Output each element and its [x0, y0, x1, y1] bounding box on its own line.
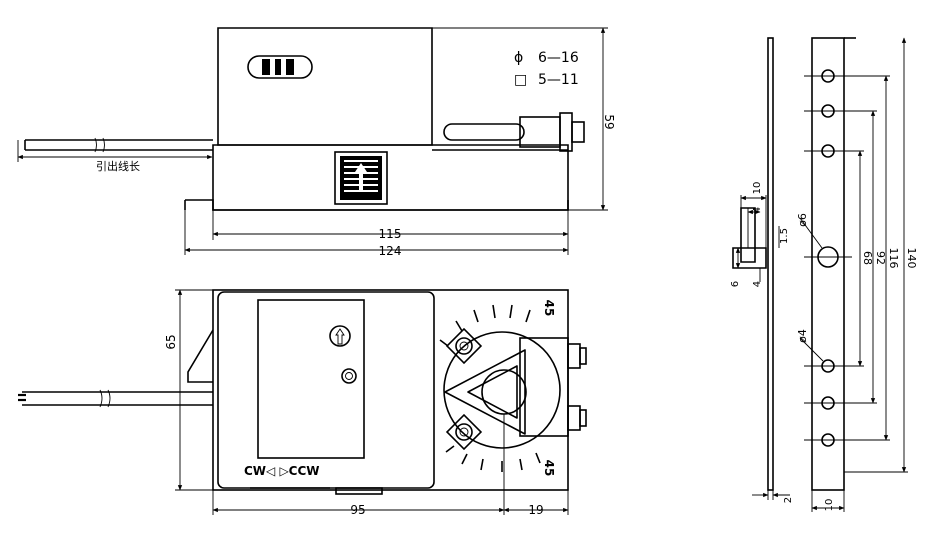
dim-4-top: 4 — [752, 207, 763, 213]
top-view: 45 45 CW◁ ▷CCW 65 95 19 — [18, 289, 587, 517]
dim-116: 116 — [887, 248, 900, 269]
dim-bracket-10: 10 — [752, 182, 763, 195]
dim-offset-19: 19 — [528, 503, 543, 517]
dim-width-124: 124 — [379, 244, 402, 258]
round-shaft-symbol: ϕ — [514, 50, 523, 66]
arrow-grip-pattern — [340, 156, 382, 200]
dial-ticks — [439, 304, 541, 472]
dim-68: 68 — [861, 251, 874, 265]
dim-width-115: 115 — [379, 227, 402, 241]
dim-height-59: 59 — [602, 114, 616, 129]
shaft-spec: ϕ 6—16 □ 5—11 — [514, 50, 579, 88]
front-view: 引出线长 59 115 124 — [17, 27, 616, 258]
round-shaft-range: 6—16 — [538, 50, 579, 66]
dim-plate-2: 2 — [783, 497, 794, 503]
dim-92: 92 — [874, 251, 887, 265]
dim-140: 140 — [905, 248, 918, 269]
angle-label-top: 45 — [542, 300, 556, 317]
dim-width-95: 95 — [350, 503, 365, 517]
cable-length-label: 引出线长 — [96, 159, 140, 173]
dim-height-65: 65 — [164, 334, 178, 349]
dim-6: 6 — [730, 281, 741, 287]
bracket-view: 68 92 116 140 ø6 ø4 10 4 1.5 6 4 2 10 — [730, 37, 918, 512]
square-shaft-symbol: □ — [514, 72, 527, 88]
dim-hole-small: ø4 — [796, 329, 809, 343]
rotation-direction-label: CW◁ ▷CCW — [244, 464, 320, 478]
dim-hole-large: ø6 — [796, 213, 809, 227]
square-shaft-range: 5—11 — [538, 72, 579, 88]
angle-label-bottom: 45 — [542, 460, 556, 477]
dim-4-bottom: 4 — [752, 281, 763, 287]
dim-strip-10: 10 — [824, 499, 835, 512]
dim-1-5: 1.5 — [779, 228, 790, 244]
